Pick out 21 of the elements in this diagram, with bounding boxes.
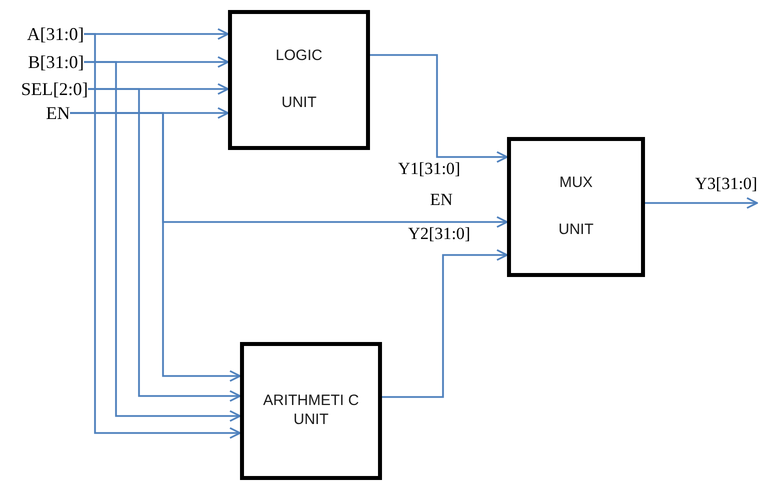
unit-box	[240, 342, 382, 480]
unit-label: UNIT	[280, 94, 318, 113]
signal-label: EN	[46, 104, 70, 122]
unit-label: LOGIC	[274, 47, 324, 66]
unit-label: ARITHMETI C UNIT	[262, 392, 360, 430]
signal-label: B[31:0]	[28, 53, 84, 71]
signal-label: A[31:0]	[27, 25, 84, 43]
unit-box	[507, 137, 645, 277]
unit-label: UNIT	[558, 221, 594, 240]
arrow	[645, 197, 758, 209]
unit-label: MUX	[558, 174, 594, 193]
edge-label: Y2[31:0]	[408, 225, 470, 242]
signal-label: SEL[2:0]	[21, 80, 88, 98]
arrow	[382, 249, 508, 398]
arrow	[70, 112, 508, 228]
unit-box	[228, 10, 370, 150]
edge-label: Y1[31:0]	[398, 160, 460, 177]
edge-label: Y3[31:0]	[695, 175, 758, 192]
arrow	[370, 54, 508, 163]
edge-label: EN	[430, 191, 453, 208]
arrow	[88, 88, 241, 402]
